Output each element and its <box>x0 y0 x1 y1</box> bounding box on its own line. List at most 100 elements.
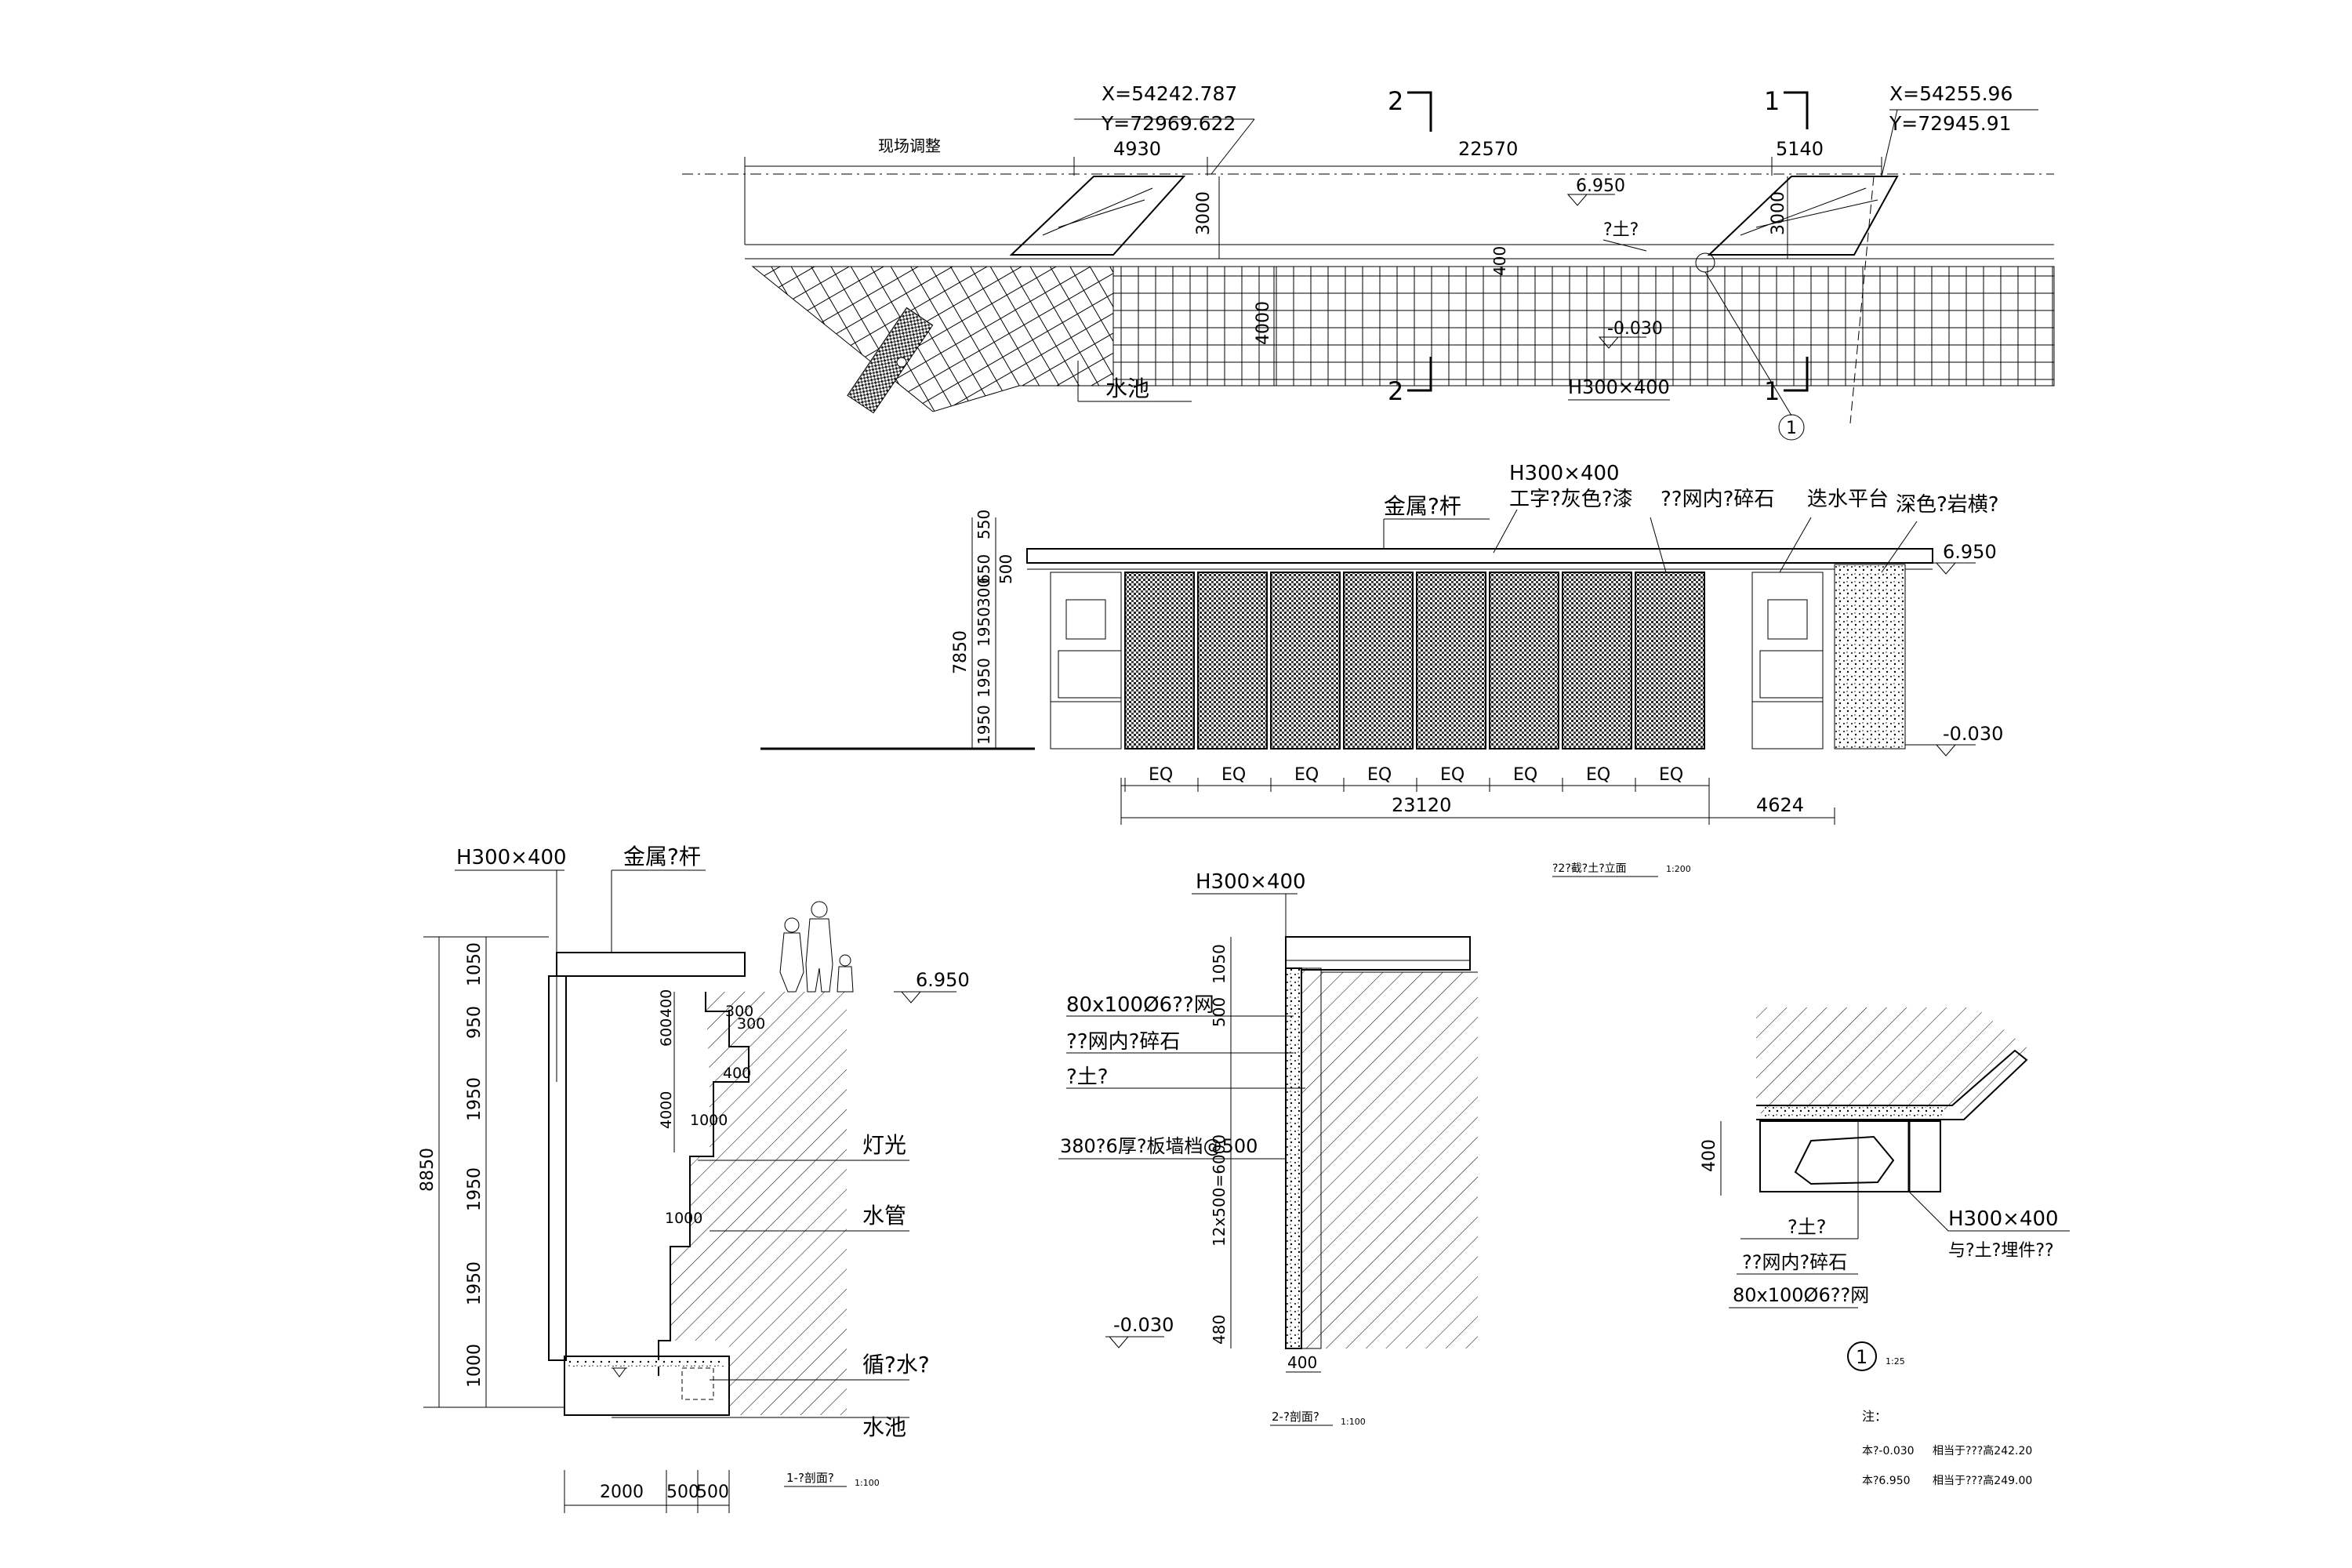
plan-elev-low-symbol <box>1598 336 1620 349</box>
detail-stone <box>1794 1135 1895 1185</box>
elev-dim-500: 500 <box>996 554 1015 584</box>
plan-section-mark-2-bot <box>1407 357 1432 392</box>
sec1-pipe-label: 水管 <box>862 1203 906 1229</box>
detail-beam-label: H300×400 <box>1948 1207 2059 1231</box>
plan-elev-high-symbol <box>1566 194 1588 206</box>
sec1-light-label: 灯光 <box>862 1132 906 1158</box>
plan-dim-22570: 22570 <box>1458 138 1518 160</box>
sec1-dim-500a: 500 <box>666 1483 699 1502</box>
elev-dim-1950-a: 1950 <box>975 607 993 647</box>
gabion-panel <box>1343 572 1414 750</box>
elev-stone-label: 深色?岩横? <box>1896 493 1999 517</box>
elev-pier-right-top <box>1767 599 1808 640</box>
plan-coord-right-leader-2 <box>1881 109 1898 177</box>
detail-mesh-label: 80x100Ø6??网 <box>1733 1284 1869 1306</box>
gabion-panel <box>1635 572 1705 750</box>
elev-high-label: 6.950 <box>1943 541 1997 563</box>
person-1-head <box>784 917 800 933</box>
sec2-board-layer <box>1301 967 1322 1349</box>
sec1-dim-950: 950 <box>465 1006 485 1039</box>
person-1-body <box>779 932 804 993</box>
sec2-board-label: 380?6厚?板墙档@500 <box>1060 1135 1258 1157</box>
sec1-earth-hatch <box>670 992 847 1415</box>
elev-dim-1950-b: 1950 <box>975 658 993 698</box>
elev-dim-300: 300 <box>975 578 993 608</box>
sec2-elev-label: -0.030 <box>1113 1314 1174 1336</box>
plan-beam-label: H300×400 <box>1568 376 1670 398</box>
detail-gabion-label: ??网内?碎石 <box>1742 1251 1847 1273</box>
notes-line1-b: 相当于???高242.20 <box>1933 1444 2032 1457</box>
notes: 注： 本?-0.030 相当于???高242.20 本?6.950 相当于???… <box>1862 1409 2032 1487</box>
sec1-top-rail <box>556 952 746 977</box>
sec2-dim-400: 400 <box>1287 1353 1317 1372</box>
sec2-elev-symbol <box>1108 1336 1130 1348</box>
sec1-front-post <box>548 975 567 1361</box>
eq-label: EQ <box>1513 765 1537 785</box>
sec1-dim-in-1000b: 1000 <box>665 1210 702 1227</box>
plan-dim-4930: 4930 <box>1113 138 1161 160</box>
plan-soil-label: ?土? <box>1603 220 1639 240</box>
detail-scale: 1:25 <box>1886 1356 1905 1367</box>
notes-line2-a: 本?6.950 <box>1862 1475 1911 1487</box>
elev-rail-label: 金属?杆 <box>1384 493 1461 519</box>
detail-callout-circle <box>1847 1341 1877 1371</box>
plan-coord-right-x: X=54255.96 <box>1889 82 2013 105</box>
eq-label: EQ <box>1367 765 1392 785</box>
plan-sloped-tiles <box>751 266 1114 412</box>
plan-dim-4000: 4000 <box>1254 301 1273 345</box>
plan-coord-left-leader-2 <box>1210 118 1255 175</box>
plan-glass-left-stroke-2 <box>1058 199 1145 228</box>
elev-pier-right-mid <box>1759 650 1824 699</box>
sec1-pool-label: 水池 <box>862 1414 906 1440</box>
notes-heading: 注： <box>1862 1409 1887 1424</box>
sec2-soil-label: ?土? <box>1066 1065 1109 1089</box>
detail-callout: 1 <box>1856 1346 1867 1368</box>
sec2-title: 2-?剖面? <box>1272 1410 1319 1424</box>
sec1-dim-1050: 1050 <box>465 942 485 986</box>
sec2-scale: 1:100 <box>1341 1417 1366 1427</box>
elev-platform-leader <box>1779 517 1812 573</box>
elev-low-symbol <box>1935 744 1957 757</box>
elev-gabion-panels <box>1124 572 1705 750</box>
plan-detail-leader <box>1704 271 1792 416</box>
plan-section-1-top: 1 <box>1764 86 1780 116</box>
person-2-body <box>805 918 833 993</box>
plan-grid-wall <box>1112 266 2055 387</box>
sec2-top-rail <box>1285 936 1471 971</box>
eq-label: EQ <box>1149 765 1173 785</box>
notes-line1-a: 本?-0.030 <box>1862 1445 1915 1457</box>
elev-pier-left-top <box>1065 599 1106 640</box>
sec1-dim-2000: 2000 <box>600 1483 644 1502</box>
elev-dim-550: 550 <box>975 510 993 539</box>
elev-low-label: -0.030 <box>1943 723 2003 745</box>
sec1-dim-500b: 500 <box>696 1483 729 1502</box>
sec1-dim-in-600: 600 <box>658 1018 675 1047</box>
detail-slab-edge <box>1756 1049 2028 1120</box>
sec1-dim-in-1000a: 1000 <box>690 1112 728 1129</box>
plan-drain <box>847 307 934 414</box>
section-1: 6.950 H300×400 金属?杆 8850 1050 950 1950 1… <box>418 844 970 1513</box>
sec2-beam-label: H300×400 <box>1196 870 1306 894</box>
sec2-dim-500: 500 <box>1210 997 1229 1027</box>
plan-section-mark-2-top <box>1407 91 1432 132</box>
elev-pier-right-bot <box>1751 701 1824 750</box>
elev-pier-left-mid <box>1058 650 1122 699</box>
sec2-dim-1050: 1050 <box>1210 944 1229 984</box>
sec2-earth-hatch <box>1321 972 1478 1348</box>
sec1-pool-floor <box>568 1360 725 1367</box>
plan-detail-callout-circle <box>1778 414 1805 441</box>
detail-1: 400 H300×400 与?土?埋件?? ?土? ??网内?碎石 80x100… <box>1700 1007 2070 1371</box>
elev-title: ?2?截?土?立面 <box>1552 862 1627 875</box>
sec1-beam-label: H300×400 <box>456 846 567 869</box>
plan-dim-5140: 5140 <box>1776 138 1824 160</box>
elev-dim-23120: 23120 <box>1392 794 1451 816</box>
section-2: H300×400 80x100Ø6??网 ??网内?碎石 ?土? 380?6厚?… <box>1058 870 1478 1427</box>
sec1-dim-1950-c: 1950 <box>465 1261 485 1305</box>
sec2-dim-6000: 12x500=6000 <box>1210 1134 1229 1247</box>
plan-section-mark-1-top <box>1784 91 1809 129</box>
sec2-gabion-label: ??网内?碎石 <box>1066 1030 1180 1054</box>
sec1-dim-in-300a: 300 <box>725 1003 753 1020</box>
plan-glass-right-stroke <box>1740 187 1867 236</box>
plan-detail-callout: 1 <box>1786 419 1797 438</box>
